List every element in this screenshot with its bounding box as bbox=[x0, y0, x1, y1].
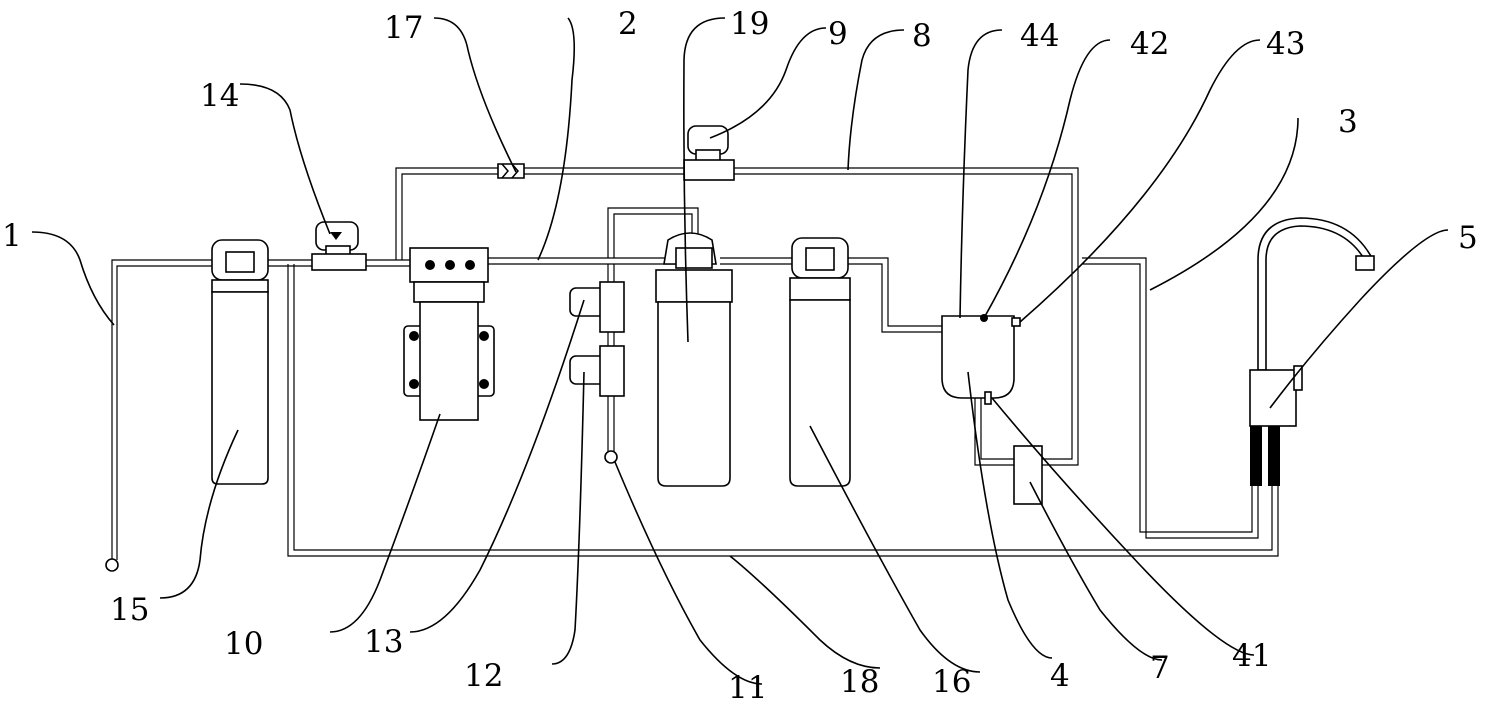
label-44: 44 bbox=[1020, 18, 1059, 54]
faucet-5 bbox=[1249, 217, 1375, 486]
label-18: 18 bbox=[840, 664, 879, 700]
label-13: 13 bbox=[364, 624, 403, 660]
valve-12 bbox=[569, 345, 625, 397]
label-7: 7 bbox=[1150, 650, 1170, 686]
valve-14 bbox=[311, 221, 367, 271]
check-valve-17 bbox=[497, 163, 525, 179]
label-1: 1 bbox=[2, 218, 22, 254]
label-10: 10 bbox=[224, 626, 263, 662]
label-14: 14 bbox=[200, 78, 239, 114]
label-3: 3 bbox=[1338, 104, 1358, 140]
filter-19 bbox=[655, 232, 733, 487]
label-17: 17 bbox=[384, 10, 423, 46]
label-41: 41 bbox=[1232, 638, 1271, 674]
tank-4 bbox=[941, 314, 1021, 405]
component-7 bbox=[1013, 445, 1043, 505]
label-4: 4 bbox=[1050, 658, 1070, 694]
label-42: 42 bbox=[1130, 26, 1169, 62]
label-15: 15 bbox=[110, 592, 149, 628]
label-19: 19 bbox=[730, 6, 769, 42]
label-2: 2 bbox=[618, 6, 638, 42]
valve-9 bbox=[683, 125, 735, 181]
label-8: 8 bbox=[912, 18, 932, 54]
label-16: 16 bbox=[932, 664, 971, 700]
label-9: 9 bbox=[828, 16, 848, 52]
label-12: 12 bbox=[464, 658, 503, 694]
valve-13 bbox=[569, 281, 625, 333]
label-11: 11 bbox=[728, 670, 767, 704]
label-43: 43 bbox=[1266, 26, 1305, 62]
pump-10 bbox=[403, 247, 495, 421]
filter-16 bbox=[789, 237, 851, 487]
number-labels: 1 2 3 4 5 7 8 9 10 11 12 13 14 15 16 17 … bbox=[2, 6, 1478, 704]
filter-15 bbox=[211, 239, 269, 485]
leader-lines bbox=[31, 17, 1449, 685]
label-5: 5 bbox=[1458, 220, 1478, 256]
